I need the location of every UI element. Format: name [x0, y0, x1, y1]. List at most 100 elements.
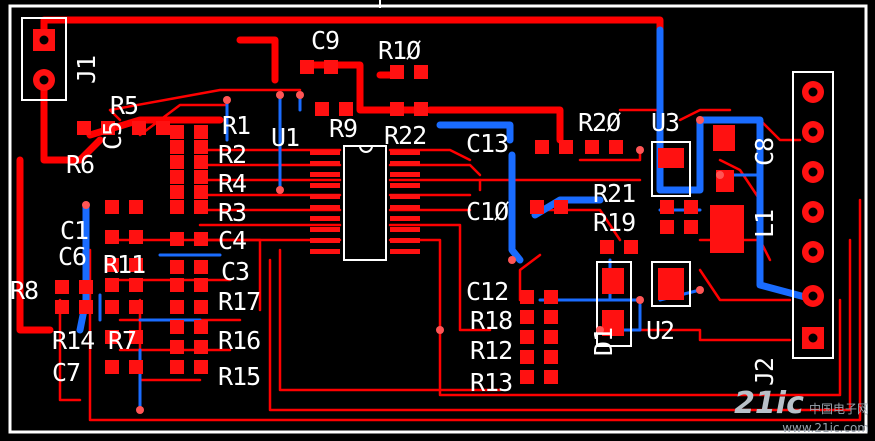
smd-pad: [105, 278, 119, 292]
smd-pad: [129, 300, 143, 314]
u2-outline: [651, 261, 691, 307]
through-holes: [33, 29, 824, 414]
smd-pad: [310, 227, 340, 232]
smd-pad: [554, 200, 568, 214]
smd-pad: [520, 310, 534, 324]
via: [636, 146, 644, 154]
smd-pad: [602, 268, 624, 294]
smd-pad: [129, 360, 143, 374]
label-r12: R12: [470, 336, 513, 365]
smd-pad: [170, 155, 184, 169]
smd-pad: [390, 172, 420, 177]
label-r9: R9: [329, 114, 358, 143]
smd-pad: [105, 300, 119, 314]
j1-outline: [21, 17, 67, 101]
smd-pad: [324, 60, 338, 74]
label-u3: U3: [651, 108, 680, 137]
smd-pad: [390, 249, 420, 254]
smd-pad: [170, 300, 184, 314]
smd-pad: [390, 65, 404, 79]
label-r8: R8: [10, 276, 39, 305]
via: [436, 326, 444, 334]
smd-pad: [194, 360, 208, 374]
smd-pad: [170, 360, 184, 374]
smd-pad: [300, 60, 314, 74]
smd-pad: [170, 170, 184, 184]
label-r6: R6: [66, 150, 95, 179]
via: [508, 256, 516, 264]
via: [596, 326, 604, 334]
label-u2: U2: [646, 316, 675, 345]
via: [136, 406, 144, 414]
label-c5: C5: [98, 121, 127, 150]
drill-hole: [808, 333, 818, 343]
drill-hole: [808, 87, 818, 97]
smd-pad: [310, 183, 340, 188]
smd-pad: [530, 200, 544, 214]
smd-pad: [105, 258, 119, 272]
smd-pad: [101, 121, 115, 135]
label-r13: R13: [470, 368, 513, 397]
smd-pad: [194, 125, 208, 139]
label-d1: D1: [589, 327, 618, 356]
smd-pad: [544, 310, 558, 324]
smd-pad: [310, 150, 340, 155]
u1-outline: [343, 145, 387, 261]
smd-pad: [660, 220, 674, 234]
smd-pad: [310, 172, 340, 177]
smd-pad: [390, 216, 420, 221]
smd-pad: [170, 320, 184, 334]
smd-pad: [132, 121, 146, 135]
smd-pad: [194, 200, 208, 214]
via: [696, 286, 704, 294]
smd-pad: [105, 330, 119, 344]
label-r3: R3: [218, 198, 247, 227]
drill-hole: [808, 207, 818, 217]
label-r20: R2Ø: [578, 108, 621, 137]
label-r19: R19: [593, 208, 636, 237]
via: [636, 296, 644, 304]
smd-pad: [609, 140, 623, 154]
smd-pad: [390, 238, 420, 243]
smd-pad: [170, 185, 184, 199]
silkscreen: [21, 17, 834, 359]
smd-pad: [658, 268, 684, 300]
smd-pad: [310, 161, 340, 166]
smd-pad: [390, 194, 420, 199]
watermark-site: 中国电子网: [808, 402, 869, 416]
label-r15: R15: [218, 362, 261, 391]
smd-pad: [390, 161, 420, 166]
smd-pad: [390, 102, 404, 116]
smd-pads: [55, 60, 744, 384]
smd-pad: [658, 148, 684, 168]
smd-pad: [194, 155, 208, 169]
watermark-url: www.21ic.com: [782, 421, 869, 435]
smd-pad: [624, 240, 638, 254]
smd-pad: [520, 330, 534, 344]
smd-pad: [194, 260, 208, 274]
smd-pad: [390, 183, 420, 188]
label-r21: R21: [593, 179, 636, 208]
smd-pad: [390, 205, 420, 210]
smd-pad: [310, 194, 340, 199]
smd-pad: [710, 205, 744, 253]
smd-pad: [105, 200, 119, 214]
smd-pad: [170, 125, 184, 139]
smd-pad: [585, 140, 599, 154]
smd-pad: [194, 170, 208, 184]
label-u1: U1: [271, 123, 300, 152]
label-j1: J1: [72, 55, 101, 84]
smd-pad: [713, 125, 735, 151]
label-c10: C1Ø: [466, 197, 509, 226]
label-c13: C13: [466, 129, 509, 158]
smd-pad: [55, 300, 69, 314]
smd-pad: [339, 102, 353, 116]
via: [696, 116, 704, 124]
label-r1: R1: [222, 111, 251, 140]
smd-pad: [129, 278, 143, 292]
label-r11: R11: [103, 250, 146, 279]
smd-pad: [77, 121, 91, 135]
via: [716, 171, 724, 179]
label-j2: J2: [750, 357, 779, 386]
